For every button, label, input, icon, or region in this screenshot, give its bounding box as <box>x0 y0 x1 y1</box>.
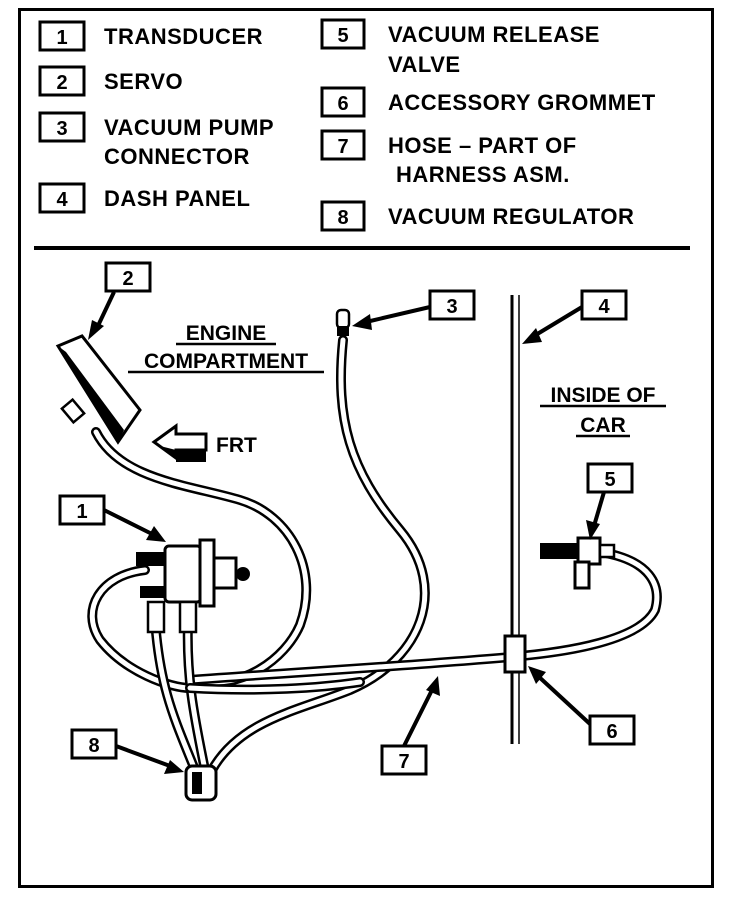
callout-box-4 <box>580 289 628 321</box>
legend-num-6: 6 <box>337 93 348 115</box>
legend-num-1: 1 <box>56 27 67 49</box>
callout-num-6: 6 <box>606 721 617 743</box>
callout-num-7: 7 <box>398 751 409 773</box>
legend-label-accessory-grommet: ACCESSORY GROMMET <box>388 90 656 115</box>
callout-box-5 <box>586 462 634 494</box>
legend-label-connector: CONNECTOR <box>104 144 250 169</box>
diagram-frame <box>18 8 714 888</box>
compartment-label: COMPARTMENT <box>144 350 308 373</box>
callout-box-6 <box>588 714 636 746</box>
vacuum-pump-connector-icon <box>335 308 351 336</box>
callout-num-4: 4 <box>598 296 610 318</box>
legend-label-valve: VALVE <box>388 52 461 77</box>
legend-label-hose: HOSE – PART OF <box>388 133 577 158</box>
legend-num-2: 2 <box>56 72 67 94</box>
legend-num-7: 7 <box>337 136 348 158</box>
callout-num-2: 2 <box>122 268 133 290</box>
legend-box-1 <box>38 20 86 52</box>
inside-of-label: INSIDE OF <box>550 384 655 407</box>
hoses <box>87 335 662 775</box>
accessory-grommet-icon <box>503 634 527 674</box>
legend-label-vacuum-pump: VACUUM PUMP <box>104 115 274 140</box>
legend-box-3 <box>38 111 86 143</box>
legend-box-4 <box>38 182 86 214</box>
legend-num-3: 3 <box>56 118 67 140</box>
transducer-icon <box>136 538 250 634</box>
front-arrow-icon <box>151 423 208 462</box>
legend-num-5: 5 <box>337 25 348 47</box>
callout-box-2 <box>104 261 152 293</box>
legend: 1 TRANSDUCER 2 SERVO 3 VACUUM PUMP CONNE… <box>38 18 656 232</box>
servo-icon <box>55 334 142 445</box>
front-label: FRT <box>216 434 257 457</box>
dash-panel-icon <box>510 295 520 744</box>
legend-label-servo: SERVO <box>104 69 183 94</box>
callout-num-3: 3 <box>446 296 457 318</box>
callout-num-5: 5 <box>604 469 615 491</box>
legend-num-8: 8 <box>337 207 348 229</box>
legend-label-vacuum-release: VACUUM RELEASE <box>388 22 600 47</box>
engine-label: ENGINE <box>186 322 267 345</box>
legend-label-vacuum-regulator: VACUUM REGULATOR <box>388 204 634 229</box>
callout-num-8: 8 <box>88 735 99 757</box>
car-label: CAR <box>580 414 626 437</box>
vacuum-release-valve-icon <box>540 536 616 590</box>
callout-num-1: 1 <box>76 501 87 523</box>
legend-box-6 <box>320 86 366 118</box>
legend-box-2 <box>38 65 86 97</box>
callout-box-8 <box>70 728 118 760</box>
legend-label-transducer: TRANSDUCER <box>104 24 263 49</box>
legend-box-5 <box>320 18 366 50</box>
callout-box-3 <box>428 289 476 321</box>
region-labels: ENGINE COMPARTMENT INSIDE OF CAR FRT <box>128 322 666 462</box>
legend-label-harness: HARNESS ASM. <box>396 162 570 187</box>
legend-box-7 <box>320 129 366 161</box>
legend-label-dash-panel: DASH PANEL <box>104 186 250 211</box>
vacuum-regulator-icon <box>184 764 218 802</box>
legend-num-4: 4 <box>56 189 68 211</box>
callouts: 2 3 4 1 5 6 8 7 <box>58 261 636 776</box>
legend-box-8 <box>320 200 366 232</box>
